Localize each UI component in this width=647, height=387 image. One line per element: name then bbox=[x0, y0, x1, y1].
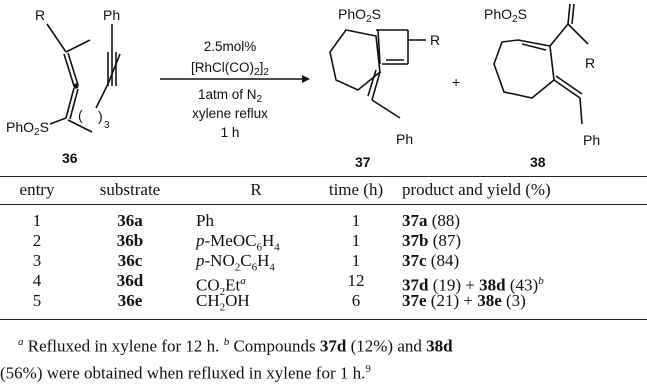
cell-r: CO2Eta bbox=[196, 275, 246, 299]
cell-r: p-MeOC6H4 bbox=[196, 231, 280, 254]
product37-pho2s-label: PhO2S bbox=[338, 6, 381, 25]
product38-r-label: R bbox=[585, 55, 595, 71]
cell-time: 6 bbox=[351, 291, 361, 310]
cell-time: 1 bbox=[351, 251, 361, 270]
reaction-scheme: R PhO2S ( ) 3 Ph 36 2.5mol% [RhCl(CO)2]2… bbox=[6, 3, 600, 170]
cell-entry: 3 bbox=[32, 251, 42, 270]
reactant-chain-subscript: 3 bbox=[104, 120, 110, 131]
reaction-arrow: 2.5mol% [RhCl(CO)2]2 1atm of N2 xylene r… bbox=[160, 39, 310, 140]
header-product-yield: product and yield (%) bbox=[402, 180, 551, 199]
condition-loading: 2.5mol% bbox=[204, 39, 257, 54]
product-37-structure: PhO2S R Ph 37 bbox=[329, 6, 440, 170]
cell-product: 37b (87) bbox=[402, 231, 462, 250]
table-header-rule bbox=[0, 204, 647, 206]
cell-substrate: 36c bbox=[117, 251, 143, 270]
cell-r: Ph bbox=[196, 211, 214, 230]
header-time: time (h) bbox=[328, 180, 384, 199]
product-38-structure: PhO2S R Ph 38 bbox=[484, 3, 600, 170]
cell-r: CH2OH bbox=[196, 291, 250, 314]
cell-time: 12 bbox=[347, 271, 365, 290]
reference-marker: 9 bbox=[365, 362, 371, 375]
footnote-line-1: a Refluxed in xylene for 12 h. b Compoun… bbox=[18, 336, 453, 356]
cell-substrate: 36b bbox=[116, 231, 144, 250]
header-substrate: substrate bbox=[99, 180, 161, 199]
cell-r: p-NO2C6H4 bbox=[196, 251, 275, 274]
cell-product: 37d (19) + 38d (43)b bbox=[402, 275, 544, 295]
footnote-a: Refluxed in xylene for 12 h. bbox=[27, 336, 220, 356]
product37-r-label: R bbox=[430, 32, 440, 48]
condition-catalyst: [RhCl(CO)2]2 bbox=[191, 60, 269, 78]
plus-sign: + bbox=[452, 74, 460, 90]
condition-solvent: xylene reflux bbox=[192, 106, 268, 121]
reactant-36-label: 36 bbox=[62, 150, 78, 166]
cell-substrate: 36a bbox=[117, 211, 143, 230]
cell-substrate: 36e bbox=[117, 291, 143, 310]
reactant-r-label: R bbox=[35, 7, 45, 23]
product-37-label: 37 bbox=[355, 154, 371, 170]
footnote-b: Compounds 37d (12%) and 38d bbox=[233, 336, 453, 356]
cell-product: 37e (21) + 38e (3) bbox=[402, 291, 526, 310]
cell-substrate: 36d bbox=[116, 271, 144, 290]
cell-product: 37c (84) bbox=[402, 251, 460, 270]
cell-entry: 2 bbox=[32, 231, 42, 250]
condition-time: 1 h bbox=[221, 125, 240, 140]
reactant-pho2s-label: PhO2S bbox=[6, 119, 49, 138]
footnote-line-2: (56%) were obtained when refluxed in xyl… bbox=[0, 362, 371, 383]
reactant-ph-label: Ph bbox=[103, 7, 120, 23]
cell-entry: 1 bbox=[32, 211, 42, 230]
product38-ph-label: Ph bbox=[583, 132, 600, 148]
cell-entry: 5 bbox=[32, 291, 42, 310]
table-bottom-rule bbox=[0, 319, 647, 321]
table-footnotes: a Refluxed in xylene for 12 h. b Compoun… bbox=[0, 331, 647, 384]
product38-pho2s-label: PhO2S bbox=[484, 6, 527, 25]
reactant-bracket-right: ) bbox=[98, 108, 103, 124]
product37-ph-label: Ph bbox=[396, 131, 413, 147]
table-top-rule bbox=[0, 176, 647, 178]
reactant-bracket-left: ( bbox=[78, 107, 83, 123]
reactant-36-structure: R PhO2S ( ) 3 Ph 36 bbox=[6, 7, 121, 166]
cell-time: 1 bbox=[351, 211, 361, 230]
header-r: R bbox=[250, 180, 262, 199]
condition-atmosphere: 1atm of N2 bbox=[198, 87, 263, 105]
cell-entry: 4 bbox=[32, 271, 42, 290]
header-entry: entry bbox=[19, 180, 55, 199]
cell-time: 1 bbox=[351, 231, 361, 250]
product-38-label: 38 bbox=[530, 154, 546, 170]
cell-product: 37a (88) bbox=[402, 211, 461, 230]
